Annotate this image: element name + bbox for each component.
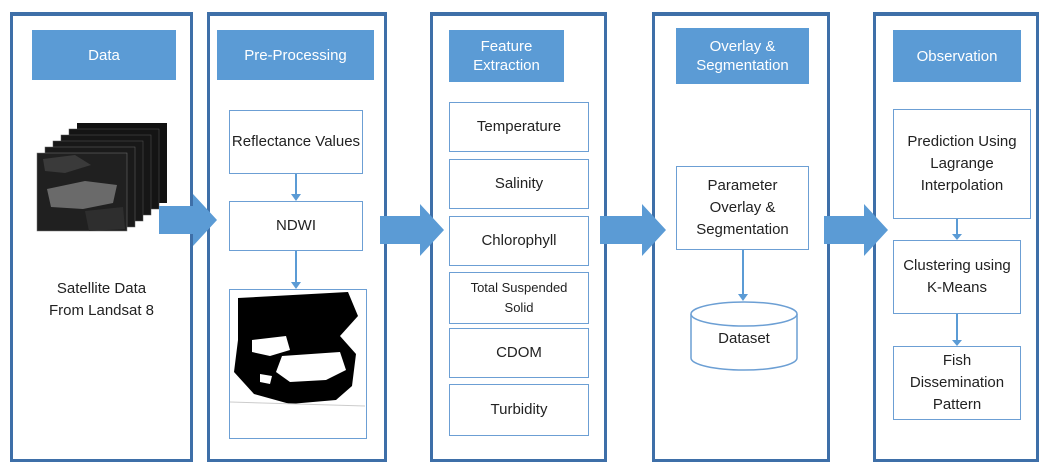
reflectance-values-box: Reflectance Values [229,110,363,174]
feature-label: Temperature [476,118,562,135]
clustering-label: Clustering using K-Means [903,257,1011,296]
flow-arrow-overlay-to-observation [824,204,888,256]
satellite-image-stack [36,123,167,232]
overlay-arrow [738,250,748,301]
data-caption-line2: From Landsat 8 [48,302,155,319]
feature-item-turbidity: Turbidity [449,384,589,436]
panel-feature-extraction: Feature Extraction Temperature Salinity … [430,12,607,462]
feature-item-chlorophyll: Chlorophyll [449,216,589,266]
flow-arrow-preprocessing-to-feature [380,204,444,256]
feature-label: Salinity [494,175,544,192]
overlay-segmentation-header: Overlay & Segmentation [676,28,809,84]
feature-item-cdom: CDOM [449,328,589,378]
feature-item-salinity: Salinity [449,159,589,209]
panel-observation: Observation Prediction Using Lagrange In… [873,12,1039,462]
ndwi-image [229,289,367,439]
parameter-overlay-box: Parameter Overlay & Segmentation [676,166,809,250]
dataset-label: Dataset [718,330,770,347]
panel-preprocessing: Pre-Processing Reflectance Values NDWI [207,12,387,462]
parameter-overlay-label: Parameter Overlay & Segmentation [696,177,789,238]
data-header: Data [32,30,176,80]
feature-label: Chlorophyll [481,232,557,249]
feature-item-temperature: Temperature [449,102,589,152]
reflectance-values-label: Reflectance Values [231,133,361,150]
prediction-label: Prediction Using Lagrange Interpolation [907,133,1017,194]
data-caption-line1: Satellite Data [56,280,147,297]
fish-dissemination-label: Fish Dissemination Pattern [909,352,1005,413]
data-caption: Satellite Data From Landsat 8 [13,278,190,322]
feature-extraction-header: Feature Extraction [449,30,564,82]
panel-overlay-segmentation: Overlay & Segmentation Parameter Overlay… [652,12,830,462]
feature-label: CDOM [496,344,542,361]
observation-arrows [952,219,962,346]
clustering-box: Clustering using K-Means [893,240,1021,314]
dataset-cylinder [690,301,798,371]
feature-label: Turbidity [490,401,548,418]
flow-arrow-data-to-preprocessing [159,194,217,246]
panel-data: Data Satellite Data From Landsat 8 [10,12,193,462]
preprocessing-arrows [291,174,301,289]
ndwi-box: NDWI [229,201,363,251]
preprocessing-header: Pre-Processing [217,30,374,80]
observation-header: Observation [893,30,1021,82]
flow-arrow-feature-to-overlay [600,204,666,256]
feature-item-total-suspended-solid: Total Suspended Solid [449,272,589,324]
fish-dissemination-box: Fish Dissemination Pattern [893,346,1021,420]
ndwi-label: NDWI [276,217,316,234]
feature-label: Total Suspended Solid [470,280,568,315]
prediction-box: Prediction Using Lagrange Interpolation [893,109,1031,219]
